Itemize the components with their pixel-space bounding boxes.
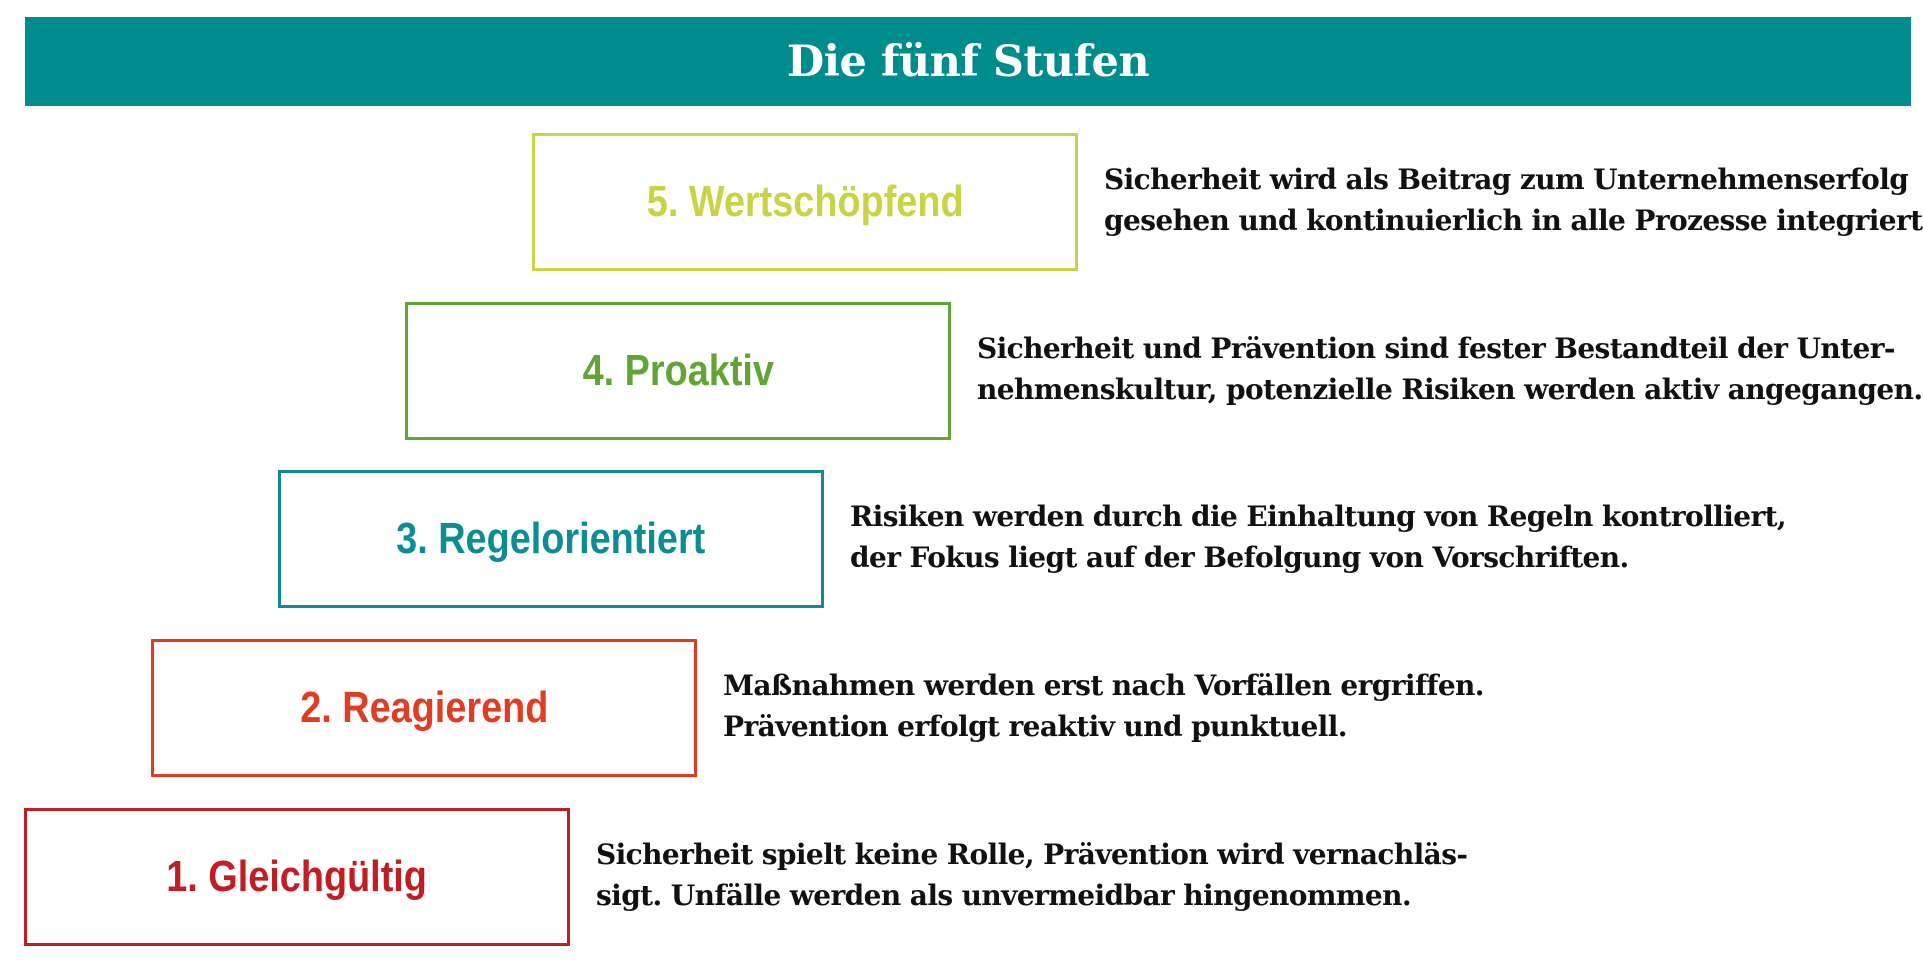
stage-1: 1. Gleichgültig Sicherheit spielt keine … — [0, 808, 1923, 946]
stage-1-description-line-1: Sicherheit spielt keine Rolle, Präventio… — [596, 838, 1468, 871]
stage-3-box: 3. Regelorientiert — [278, 470, 824, 608]
stage-1-label: 1. Gleichgültig — [166, 852, 428, 901]
stage-4-label: 4. Proaktiv — [582, 346, 774, 395]
stage-2-box: 2. Reagierend — [151, 639, 697, 777]
stage-2-description-line-2: Prävention erfolgt reaktiv und punktuell… — [723, 710, 1347, 743]
stage-5-description-line-1: Sicherheit wird als Beitrag zum Unterneh… — [1104, 163, 1909, 196]
stage-3-description-line-1: Risiken werden durch die Einhaltung von … — [850, 500, 1787, 533]
stage-4-description: Sicherheit und Prävention sind fester Be… — [977, 328, 1923, 410]
stage-3: 3. Regelorientiert Risiken werden durch … — [0, 470, 1923, 608]
stage-4: 4. Proaktiv Sicherheit und Prävention si… — [0, 302, 1923, 440]
stage-4-description-line-2: nehmenskultur, potenzielle Risiken werde… — [977, 373, 1923, 406]
stage-3-description-line-2: der Fokus liegt auf der Befolgung von Vo… — [850, 541, 1629, 574]
stage-5-label: 5. Wertschöpfend — [646, 177, 964, 226]
stage-4-box: 4. Proaktiv — [405, 302, 951, 440]
title-banner: Die fünf Stufen — [25, 17, 1911, 106]
stage-5-description: Sicherheit wird als Beitrag zum Unterneh… — [1104, 159, 1923, 241]
stage-2-description-line-1: Maßnahmen werden erst nach Vorfällen erg… — [723, 669, 1485, 702]
stage-4-description-line-1: Sicherheit und Prävention sind fester Be… — [977, 332, 1895, 365]
stage-1-description-line-2: sigt. Unfälle werden als unvermeidbar hi… — [596, 879, 1412, 912]
diagram-title: Die fünf Stufen — [786, 36, 1150, 87]
stage-2-description: Maßnahmen werden erst nach Vorfällen erg… — [723, 665, 1485, 747]
stage-2: 2. Reagierend Maßnahmen werden erst nach… — [0, 639, 1923, 777]
stage-1-box: 1. Gleichgültig — [24, 808, 570, 946]
stage-5: 5. Wertschöpfend Sicherheit wird als Bei… — [0, 133, 1923, 271]
stage-5-description-line-2: gesehen und kontinuierlich in alle Proze… — [1104, 204, 1923, 237]
stage-3-description: Risiken werden durch die Einhaltung von … — [850, 496, 1787, 578]
stage-2-label: 2. Reagierend — [299, 683, 549, 732]
stage-3-label: 3. Regelorientiert — [396, 514, 706, 563]
stage-1-description: Sicherheit spielt keine Rolle, Präventio… — [596, 834, 1468, 916]
stage-5-box: 5. Wertschöpfend — [532, 133, 1078, 271]
